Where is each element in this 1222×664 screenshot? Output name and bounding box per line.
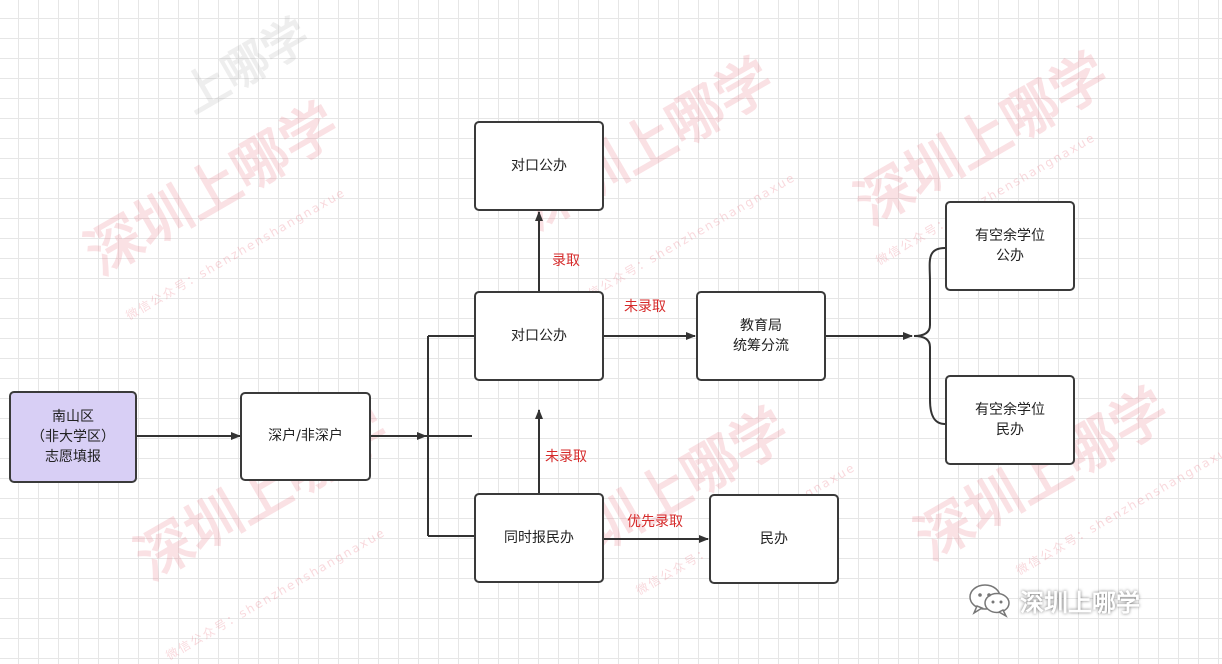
node-label: 对口公办 [511,157,567,174]
node-minban: 民办 [709,494,839,584]
edge-label-priority-admitted: 优先录取 [627,514,683,530]
wechat-icon [968,582,1012,618]
edge-label-admitted: 录取 [552,253,580,269]
node-label: 深户/非深户 [268,428,343,445]
node-line: 教育局 [740,317,782,334]
node-public-vacancy: 有空余学位 公办 [945,201,1075,291]
edge-brace [913,247,946,425]
node-start-application: 南山区 （非大学区） 志愿填报 [9,391,137,483]
node-duikou-public: 对口公办 [474,291,604,381]
edge-label-not-admitted-up: 未录取 [545,449,587,465]
node-line: 有空余学位 [975,401,1045,418]
node-minban-apply: 同时报民办 [474,493,604,583]
node-line: 民办 [996,422,1024,438]
node-line: 统筹分流 [733,338,789,354]
node-private-vacancy: 有空余学位 民办 [945,375,1075,465]
node-edu-bureau: 教育局 统筹分流 [696,291,826,381]
node-line: 有空余学位 [975,227,1045,244]
node-hukou: 深户/非深户 [240,392,371,481]
node-line: （非大学区） [31,428,115,445]
edge-label-not-admitted-right: 未录取 [624,299,666,315]
node-label: 民办 [760,530,788,547]
node-line: 公办 [996,248,1024,264]
node-line: 南山区 [52,408,94,425]
node-label: 同时报民办 [504,529,574,546]
account-name: 深圳上哪学 [1020,588,1140,617]
node-label: 对口公办 [511,327,567,344]
node-line: 志愿填报 [45,449,101,466]
node-duikou-public-admitted: 对口公办 [474,121,604,211]
account-badge: 深圳上哪学 [968,578,1140,622]
